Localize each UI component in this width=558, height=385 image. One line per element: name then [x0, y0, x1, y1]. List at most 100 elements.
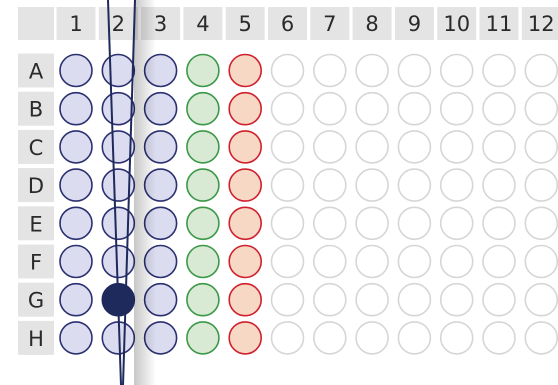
- well-E6[interactable]: [272, 207, 304, 239]
- well-H11[interactable]: [483, 322, 515, 354]
- well-E9[interactable]: [398, 207, 430, 239]
- well-G11[interactable]: [483, 284, 515, 316]
- well-H9[interactable]: [398, 322, 430, 354]
- column-header-5[interactable]: 5: [226, 7, 265, 40]
- well-D8[interactable]: [356, 169, 388, 201]
- well-E8[interactable]: [356, 207, 388, 239]
- well-D7[interactable]: [314, 169, 346, 201]
- well-G8[interactable]: [356, 284, 388, 316]
- well-C8[interactable]: [356, 131, 388, 163]
- well-H10[interactable]: [441, 322, 473, 354]
- well-D6[interactable]: [272, 169, 304, 201]
- well-F11[interactable]: [483, 246, 515, 278]
- row-header-C[interactable]: C: [18, 130, 54, 164]
- well-G10[interactable]: [441, 284, 473, 316]
- well-C6[interactable]: [272, 131, 304, 163]
- well-H8[interactable]: [356, 322, 388, 354]
- row-header-A[interactable]: A: [18, 54, 54, 88]
- row-header-D[interactable]: D: [18, 168, 54, 202]
- well-G5[interactable]: [229, 284, 261, 316]
- well-G7[interactable]: [314, 284, 346, 316]
- well-F8[interactable]: [356, 246, 388, 278]
- well-G1[interactable]: [60, 284, 92, 316]
- well-C9[interactable]: [398, 131, 430, 163]
- well-B11[interactable]: [483, 93, 515, 125]
- column-header-2[interactable]: 2: [99, 7, 138, 40]
- well-H6[interactable]: [272, 322, 304, 354]
- well-B1[interactable]: [60, 93, 92, 125]
- well-E10[interactable]: [441, 207, 473, 239]
- well-B2[interactable]: [102, 93, 134, 125]
- well-A6[interactable]: [272, 55, 304, 87]
- well-B8[interactable]: [356, 93, 388, 125]
- well-A11[interactable]: [483, 55, 515, 87]
- well-F10[interactable]: [441, 246, 473, 278]
- well-F2[interactable]: [102, 246, 134, 278]
- well-C7[interactable]: [314, 131, 346, 163]
- row-header-H[interactable]: H: [18, 321, 54, 355]
- well-G4[interactable]: [187, 284, 219, 316]
- column-header-1[interactable]: 1: [57, 7, 96, 40]
- well-E12[interactable]: [525, 207, 557, 239]
- well-B5[interactable]: [229, 93, 261, 125]
- well-G9[interactable]: [398, 284, 430, 316]
- well-A9[interactable]: [398, 55, 430, 87]
- column-header-7[interactable]: 7: [310, 7, 349, 40]
- well-H5[interactable]: [229, 322, 261, 354]
- well-A1[interactable]: [60, 55, 92, 87]
- well-A12[interactable]: [525, 55, 557, 87]
- well-B10[interactable]: [441, 93, 473, 125]
- row-header-G[interactable]: G: [18, 283, 54, 317]
- well-A5[interactable]: [229, 55, 261, 87]
- well-C11[interactable]: [483, 131, 515, 163]
- column-header-9[interactable]: 9: [395, 7, 434, 40]
- row-header-E[interactable]: E: [18, 206, 54, 240]
- well-A4[interactable]: [187, 55, 219, 87]
- column-header-11[interactable]: 11: [480, 7, 519, 40]
- well-E2[interactable]: [102, 207, 134, 239]
- well-F4[interactable]: [187, 246, 219, 278]
- well-D9[interactable]: [398, 169, 430, 201]
- well-F1[interactable]: [60, 246, 92, 278]
- column-header-12[interactable]: 12: [522, 7, 558, 40]
- well-B6[interactable]: [272, 93, 304, 125]
- well-B4[interactable]: [187, 93, 219, 125]
- well-H12[interactable]: [525, 322, 557, 354]
- well-E7[interactable]: [314, 207, 346, 239]
- well-F5[interactable]: [229, 246, 261, 278]
- row-header-F[interactable]: F: [18, 245, 54, 279]
- well-F9[interactable]: [398, 246, 430, 278]
- well-H4[interactable]: [187, 322, 219, 354]
- well-A7[interactable]: [314, 55, 346, 87]
- well-D5[interactable]: [229, 169, 261, 201]
- well-C4[interactable]: [187, 131, 219, 163]
- well-F6[interactable]: [272, 246, 304, 278]
- well-F7[interactable]: [314, 246, 346, 278]
- well-E5[interactable]: [229, 207, 261, 239]
- well-B7[interactable]: [314, 93, 346, 125]
- well-H7[interactable]: [314, 322, 346, 354]
- well-C10[interactable]: [441, 131, 473, 163]
- well-C1[interactable]: [60, 131, 92, 163]
- well-E11[interactable]: [483, 207, 515, 239]
- well-B9[interactable]: [398, 93, 430, 125]
- row-header-B[interactable]: B: [18, 92, 54, 126]
- well-G12[interactable]: [525, 284, 557, 316]
- column-header-10[interactable]: 10: [437, 7, 476, 40]
- well-G6[interactable]: [272, 284, 304, 316]
- well-D11[interactable]: [483, 169, 515, 201]
- well-D1[interactable]: [60, 169, 92, 201]
- well-E4[interactable]: [187, 207, 219, 239]
- well-H1[interactable]: [60, 322, 92, 354]
- well-A8[interactable]: [356, 55, 388, 87]
- column-header-8[interactable]: 8: [353, 7, 392, 40]
- well-F12[interactable]: [525, 246, 557, 278]
- column-header-6[interactable]: 6: [268, 7, 307, 40]
- column-header-4[interactable]: 4: [183, 7, 222, 40]
- well-A10[interactable]: [441, 55, 473, 87]
- well-E1[interactable]: [60, 207, 92, 239]
- well-D10[interactable]: [441, 169, 473, 201]
- well-C12[interactable]: [525, 131, 557, 163]
- well-D4[interactable]: [187, 169, 219, 201]
- well-A2[interactable]: [102, 55, 134, 87]
